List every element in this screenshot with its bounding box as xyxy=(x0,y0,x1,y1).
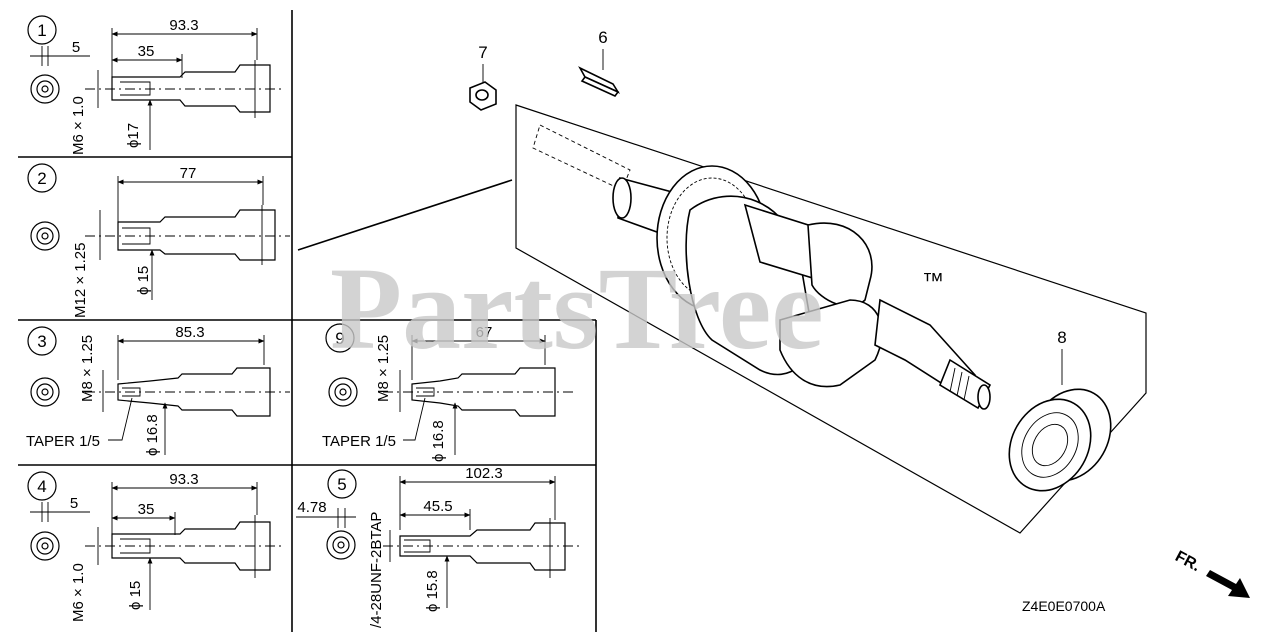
variant-1-offset: 5 xyxy=(72,39,80,56)
assembly-leader-line xyxy=(297,179,513,251)
variant-4-key-length: 35 xyxy=(138,501,155,518)
variant-4-diameter: ϕ 15 xyxy=(127,581,144,610)
variant-9-diameter: ϕ 16.8 xyxy=(430,420,447,462)
part-8-bearing: 8 xyxy=(1008,328,1112,492)
part-6-key: 6 xyxy=(578,28,621,97)
variant-4-id: 4 xyxy=(37,477,46,496)
variant-9-badge xyxy=(325,323,355,353)
diagram-code: Z4E0E0700A xyxy=(1022,598,1106,614)
variant-2-badge xyxy=(27,163,57,193)
variant-1-key-length: 35 xyxy=(138,43,155,60)
panel-grid xyxy=(18,10,597,632)
variant-3-panel: 3 85.3 M8 × 1.25 ϕ 16.8 TAPER 1/5 xyxy=(26,324,290,456)
variant-2-thread: M12 × 1.25 xyxy=(72,243,89,318)
variant-9-thread: M8 × 1.25 xyxy=(375,335,392,402)
variant-3-id: 3 xyxy=(37,332,46,351)
front-arrow-icon xyxy=(1206,570,1250,598)
variant-9-panel: 9 67 M8 × 1.25 ϕ 16.8 TAPER 1/5 xyxy=(322,323,575,462)
watermark-text: PartsTree xyxy=(330,243,824,374)
part-8-label: 8 xyxy=(1057,328,1066,347)
variant-4-thread: M6 × 1.0 xyxy=(70,563,87,622)
variant-5-length: 102.3 xyxy=(465,465,503,482)
variant-3-taper: TAPER 1/5 xyxy=(26,433,100,450)
watermark: PartsTree ™ xyxy=(330,243,944,374)
variant-1-length: 93.3 xyxy=(169,17,198,34)
part-7-nut: 7 xyxy=(469,43,497,111)
variant-4-panel: 4 93.3 5 35 M6 × 1.0 ϕ 15 xyxy=(27,471,285,622)
front-indicator-label: FR. xyxy=(1172,548,1203,575)
variant-2-panel: 2 77 M12 × 1.25 ϕ 15 xyxy=(27,163,290,318)
front-indicator: FR. xyxy=(1172,548,1250,598)
variant-2-diameter: ϕ 15 xyxy=(135,266,152,295)
watermark-trademark: ™ xyxy=(922,268,944,293)
variant-5-badge xyxy=(327,469,357,499)
variant-9-taper: TAPER 1/5 xyxy=(322,433,396,450)
variant-5-diameter: ϕ 15.8 xyxy=(424,570,441,612)
variant-4-badge xyxy=(27,471,57,501)
variant-3-thread: M8 × 1.25 xyxy=(79,335,96,402)
variant-1-thread: M6 × 1.0 xyxy=(70,96,87,155)
variant-5-offset: 4.78 xyxy=(297,499,326,516)
part-6-label: 6 xyxy=(598,28,607,47)
variant-5-id: 5 xyxy=(337,475,346,494)
variant-9-length: 67 xyxy=(476,324,493,341)
variant-9-id: 9 xyxy=(335,329,344,348)
variant-3-badge xyxy=(27,326,57,356)
variant-2-id: 2 xyxy=(37,169,46,188)
variant-4-offset: 5 xyxy=(70,495,78,512)
variant-3-diameter: ϕ 16.8 xyxy=(144,414,161,456)
variant-5-panel: 5 102.3 45.5 4.78 /4-28UNF-2BTAP ϕ 15.8 xyxy=(296,465,580,628)
variant-1-panel: 1 93.3 5 35 M6 × 1.0 ϕ17 xyxy=(27,15,285,155)
variant-1-diameter: ϕ17 xyxy=(125,123,142,148)
variant-2-length: 77 xyxy=(180,165,197,182)
variant-4-length: 93.3 xyxy=(169,471,198,488)
variant-1-badge xyxy=(27,15,57,45)
variant-5-thread: /4-28UNF-2BTAP xyxy=(368,512,385,628)
part-7-label: 7 xyxy=(478,43,487,62)
variant-3-length: 85.3 xyxy=(175,324,204,341)
crankshaft xyxy=(532,124,992,410)
variant-1-id: 1 xyxy=(37,21,46,40)
variant-5-key-length: 45.5 xyxy=(423,498,452,515)
